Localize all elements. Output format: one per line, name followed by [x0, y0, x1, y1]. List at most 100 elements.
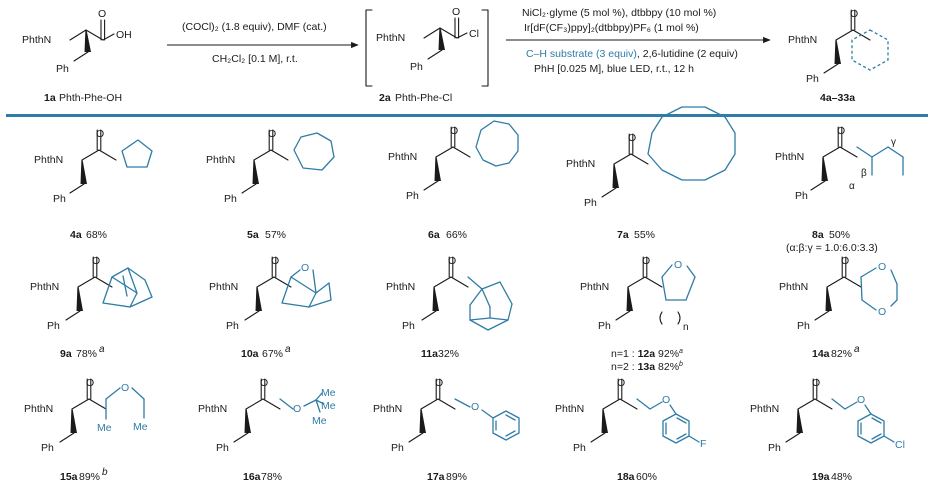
svg-text:PhthN: PhthN: [779, 281, 808, 293]
svg-text:O: O: [617, 377, 625, 389]
svg-text:O: O: [92, 255, 100, 267]
ring-size-n: n: [683, 322, 689, 333]
svg-text:Ph: Ph: [795, 190, 808, 202]
compound-label: 17a: [427, 471, 445, 483]
compound-label: 9a: [60, 348, 72, 360]
carbonyl-o: O: [98, 8, 106, 20]
ether-o-2: O: [878, 306, 886, 318]
svg-text:Ph: Ph: [224, 193, 237, 205]
step2-photocatalyst: Ir[dF(CF₃)ppy]₂(dtbbpy)PF₆ (1 mol %): [524, 22, 699, 34]
svg-text:a: a: [854, 344, 860, 355]
phthn-label: PhthN: [22, 34, 51, 46]
gamma-label: γ: [891, 137, 896, 148]
product-general: PhthN O Ph 4a–33a: [788, 8, 889, 104]
yield-label: 67%: [262, 348, 283, 360]
svg-text:Ph: Ph: [598, 320, 611, 332]
compound-label: 4a–33a: [820, 92, 855, 104]
phenyl-label: Ph: [56, 63, 69, 75]
product-14a: PhthN O Ph O O 14a 82% a: [779, 255, 898, 360]
svg-text:O: O: [260, 377, 268, 389]
yield-label: 55%: [634, 229, 655, 241]
ether-o: O: [857, 394, 865, 406]
step1-arrow: (COCl)₂ (1.8 equiv), DMF (cat.) CH₂Cl₂ […: [167, 21, 359, 65]
ether-o: O: [293, 403, 301, 415]
phenyl-label: Ph: [410, 61, 423, 73]
chloro-label: Cl: [895, 439, 905, 451]
product-17a: PhthN O Ph O 17a 89%: [373, 377, 520, 483]
selectivity-note: (α:β:γ = 1.0:6.0:3.3): [786, 242, 878, 254]
svg-text:PhthN: PhthN: [198, 403, 227, 415]
svg-text:O: O: [86, 377, 94, 389]
yield-label: 32%: [438, 348, 459, 360]
compound-label: 16a: [243, 471, 261, 483]
step2-substrate: C–H substrate (3 equiv): [526, 48, 637, 60]
compound-label: 11a: [421, 348, 438, 360]
product-9a: PhthN O Ph 9a 78% a: [30, 255, 153, 360]
yield-label: 57%: [265, 229, 286, 241]
carbonyl-o: O: [452, 6, 460, 18]
ether-o: O: [121, 382, 129, 394]
svg-text:O: O: [628, 132, 636, 144]
product-10a: PhthN O Ph O 10a 67% a: [209, 255, 332, 360]
yield-label: 60%: [636, 471, 657, 483]
svg-text:PhthN: PhthN: [750, 403, 779, 415]
svg-text:PhthN: PhthN: [34, 154, 63, 166]
compound-label: 15a: [60, 471, 78, 483]
yield-label: 89%: [446, 471, 467, 483]
methyl-label: Me: [133, 421, 148, 433]
compound-label: 8a: [812, 229, 824, 241]
phthn-label: PhthN: [788, 34, 817, 46]
svg-text:O: O: [837, 125, 845, 137]
svg-text:O: O: [812, 377, 820, 389]
ether-o: O: [471, 401, 479, 413]
svg-text:O: O: [96, 128, 104, 140]
methyl-label: Me: [312, 415, 327, 427]
svg-text:C–H substrate (3 equiv), 2,6-l: C–H substrate (3 equiv), 2,6-lutidine (2…: [526, 48, 738, 60]
step2-conditions: PhH [0.025 M], blue LED, r.t., 12 h: [534, 63, 694, 75]
step1-reagents: (COCl)₂ (1.8 equiv), DMF (cat.): [182, 21, 327, 33]
svg-text:O: O: [642, 255, 650, 267]
compound-label: 14a: [812, 348, 830, 360]
section-divider: [6, 114, 928, 117]
svg-text:PhthN: PhthN: [30, 281, 59, 293]
svg-text:Ph: Ph: [406, 190, 419, 202]
svg-text:PhthN: PhthN: [555, 403, 584, 415]
phenyl-label: Ph: [806, 73, 819, 85]
yield-label: 92%: [658, 348, 679, 360]
product-4a: PhthN O Ph 4a 68%: [34, 128, 153, 241]
svg-text:n=2 : 13a 82%b: n=2 : 13a 82%b: [611, 361, 683, 373]
svg-text:Ph: Ph: [768, 442, 781, 454]
step2-arrow: NiCl₂·glyme (5 mol %), dtbbpy (10 mol %)…: [506, 7, 771, 75]
svg-text:PhthN: PhthN: [388, 151, 417, 163]
product-6a: PhthN O Ph 6a 66%: [388, 120, 519, 241]
compound-label: 19a: [812, 471, 830, 483]
svg-text:PhthN: PhthN: [566, 158, 595, 170]
svg-text:O: O: [435, 377, 443, 389]
methyl-label: Me: [321, 387, 336, 399]
intermediate-2a: PhthN O Cl Ph 2a Phth-Phe-Cl: [365, 6, 489, 104]
step2-base: , 2,6-lutidine (2 equiv): [637, 48, 738, 60]
product-11a: PhthN O Ph 11a 32%: [386, 255, 513, 360]
svg-text:PhthN: PhthN: [580, 281, 609, 293]
compound-label: 13a: [638, 361, 656, 373]
phthn-label: PhthN: [376, 32, 405, 44]
product-8a: PhthN O Ph β α γ 8a 50% (α:β:γ = 1.0:6.0…: [775, 125, 904, 254]
compound-name: Phth-Phe-OH: [59, 92, 122, 104]
svg-text:PhthN: PhthN: [775, 151, 804, 163]
compound-label: 5a: [247, 229, 259, 241]
beta-label: β: [861, 168, 867, 179]
yield-label: 50%: [829, 229, 850, 241]
svg-text:PhthN: PhthN: [373, 403, 402, 415]
svg-text:Ph: Ph: [41, 442, 54, 454]
product-12a-13a: PhthN O Ph O n n=1 : 12a 92%a n=2 : 13a …: [580, 255, 696, 373]
step2-catalyst: NiCl₂·glyme (5 mol %), dtbbpy (10 mol %): [522, 7, 716, 19]
yield-label: 89%: [79, 471, 100, 483]
carbonyl-o: O: [850, 8, 858, 20]
svg-text:PhthN: PhthN: [24, 403, 53, 415]
svg-text:n=1 : 12a 92%a: n=1 : 12a 92%a: [611, 348, 683, 360]
svg-text:O: O: [448, 255, 456, 267]
product-18a: PhthN O Ph O F 18a 60%: [555, 377, 706, 483]
svg-text:b: b: [102, 467, 108, 478]
ether-o: O: [674, 259, 682, 271]
